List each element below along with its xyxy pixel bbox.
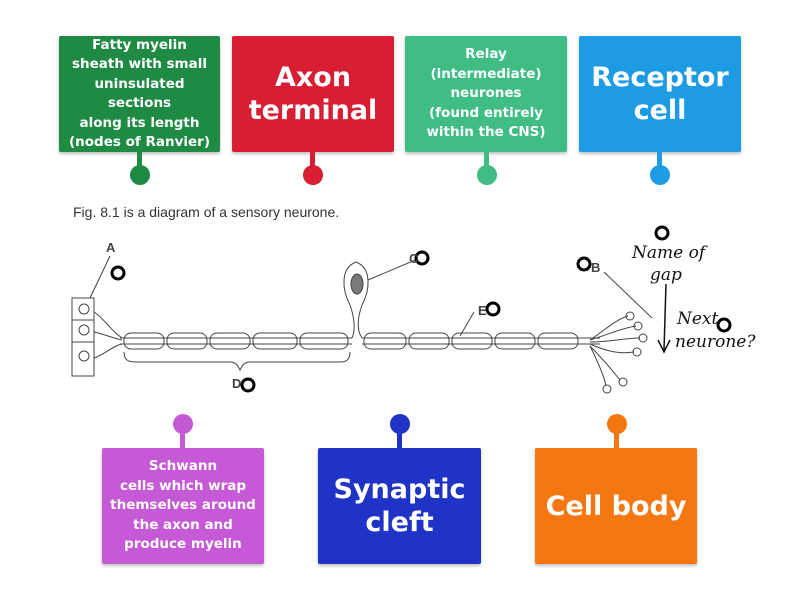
handwritten-note: gap bbox=[650, 265, 682, 285]
dendrite-branch bbox=[93, 311, 123, 339]
terminal-knob bbox=[632, 347, 642, 357]
myelin-segment bbox=[299, 332, 349, 350]
drop-pin-7[interactable] bbox=[607, 414, 627, 434]
card-connector bbox=[657, 152, 662, 166]
cell-body-shape bbox=[343, 261, 369, 339]
brace bbox=[123, 351, 351, 372]
answer-card-relay-neurones[interactable]: Relay (intermediate) neurones (found ent… bbox=[405, 36, 567, 152]
dendrite-branch bbox=[93, 331, 123, 341]
drop-pin-5[interactable] bbox=[173, 414, 193, 434]
cell-body-nucleus bbox=[350, 273, 364, 295]
myelin-segment bbox=[537, 332, 579, 350]
answer-card-schwann-cells[interactable]: Schwann cells which wrap themselves arou… bbox=[102, 448, 264, 564]
card-connector bbox=[397, 432, 402, 449]
terminal-branch bbox=[589, 325, 637, 341]
answer-card-axon-terminal[interactable]: Axon terminal bbox=[232, 36, 394, 152]
myelin-segment bbox=[408, 332, 450, 350]
myelin-segment bbox=[363, 332, 407, 350]
myelin-segment bbox=[252, 332, 298, 350]
drop-pin-2[interactable] bbox=[303, 165, 323, 185]
receptor-nucleus bbox=[78, 324, 90, 336]
card-connector bbox=[137, 152, 142, 166]
terminal-knob bbox=[633, 321, 643, 331]
leader-line-e bbox=[459, 311, 475, 337]
answer-card-myelin-sheath[interactable]: Fatty myelin sheath with small uninsulat… bbox=[59, 36, 220, 152]
drop-target-f[interactable] bbox=[654, 225, 670, 241]
figure-caption: Fig. 8.1 is a diagram of a sensory neuro… bbox=[73, 204, 340, 220]
handwritten-note: Next bbox=[676, 309, 719, 329]
answer-card-synaptic-cleft[interactable]: Synaptic cleft bbox=[318, 448, 481, 564]
receptor-nucleus bbox=[78, 350, 90, 362]
drop-target-a[interactable] bbox=[110, 265, 126, 281]
drop-target-c[interactable] bbox=[414, 250, 430, 266]
handwritten-arrowhead bbox=[657, 339, 671, 354]
drop-target-b[interactable] bbox=[576, 256, 592, 272]
answer-card-cell-body[interactable]: Cell body bbox=[535, 448, 697, 564]
drop-pin-4[interactable] bbox=[650, 165, 670, 185]
dendrite-branch bbox=[93, 343, 123, 359]
myelin-segment bbox=[166, 332, 208, 350]
label-d: D bbox=[232, 376, 241, 391]
terminal-knob bbox=[602, 384, 612, 394]
card-connector bbox=[310, 152, 315, 166]
drop-target-e[interactable] bbox=[485, 301, 501, 317]
receptor-nucleus bbox=[78, 303, 90, 315]
label-e: E bbox=[478, 303, 487, 318]
terminal-knob bbox=[638, 333, 648, 343]
label-a: A bbox=[106, 240, 116, 255]
card-connector bbox=[484, 152, 489, 166]
myelin-segment bbox=[494, 332, 536, 350]
card-connector bbox=[180, 432, 185, 449]
receptor-cell-shape bbox=[71, 341, 95, 377]
terminal-branch bbox=[589, 345, 607, 387]
leader-line-b bbox=[603, 271, 653, 319]
leader-line-c bbox=[367, 257, 421, 281]
label-b: B bbox=[591, 260, 600, 275]
terminal-branch bbox=[589, 337, 641, 343]
receptor-cell-shape bbox=[71, 319, 95, 343]
drop-pin-1[interactable] bbox=[130, 165, 150, 185]
drop-target-d[interactable] bbox=[240, 377, 256, 393]
terminal-knob bbox=[625, 311, 635, 321]
leader-line-a bbox=[89, 255, 111, 299]
card-connector bbox=[614, 432, 619, 449]
terminal-branch bbox=[589, 345, 621, 381]
drop-pin-3[interactable] bbox=[477, 165, 497, 185]
handwritten-note: neurone? bbox=[675, 332, 756, 352]
answer-card-receptor-cell[interactable]: Receptor cell bbox=[579, 36, 741, 152]
myelin-segment bbox=[451, 332, 493, 350]
drop-pin-6[interactable] bbox=[390, 414, 410, 434]
terminal-knob bbox=[618, 377, 628, 387]
drop-target-g[interactable] bbox=[716, 317, 732, 333]
myelin-segment bbox=[209, 332, 251, 350]
receptor-cell-shape bbox=[71, 297, 95, 321]
terminal-branch bbox=[589, 315, 629, 341]
terminal-branch bbox=[589, 343, 635, 354]
label-c: C bbox=[409, 251, 419, 266]
myelin-segment bbox=[123, 332, 165, 350]
handwritten-note: Name of bbox=[631, 243, 708, 263]
handwritten-arrow bbox=[663, 283, 667, 351]
